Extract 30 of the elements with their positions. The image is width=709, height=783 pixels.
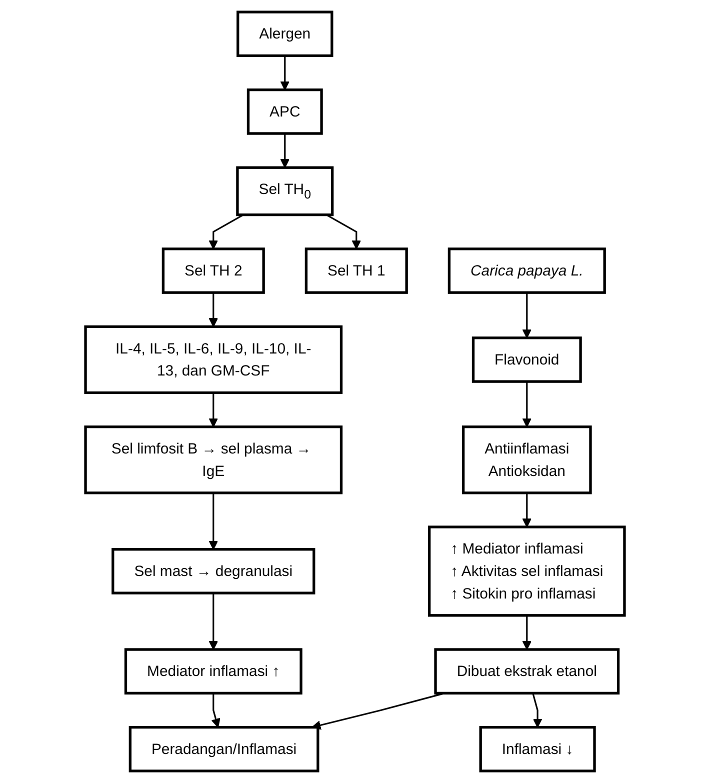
arrow: [522, 382, 532, 428]
node-box: ↑ Mediator inflamasi ↑ Aktivitas sel inflamasi ↑ Sitokin pro inflamasi: [427, 526, 626, 617]
node-box: Antiinflamasi Antioksidan: [461, 425, 592, 494]
arrow: [208, 392, 218, 428]
node-box: Sel mast → degranulasi: [111, 548, 315, 594]
node-box: Sel TH 1: [304, 248, 408, 294]
node-box: Mediator inflamasi ↑: [124, 648, 302, 695]
node-box: Sel TH 2: [161, 248, 264, 294]
arrow: [208, 214, 244, 250]
arrow: [208, 593, 218, 650]
arrow: [210, 693, 220, 728]
arrow: [326, 214, 361, 250]
node-box: Inflamasi ↓: [478, 726, 596, 772]
arrow: [522, 615, 532, 650]
arrow: [532, 692, 542, 728]
node-box: Alergen: [236, 10, 333, 58]
arrow: [280, 134, 290, 168]
node-box: Sel TH$_{0}$: [236, 166, 334, 216]
arrow: [522, 492, 532, 528]
node-box: Sel limfosit B → sel plasma → IgE: [84, 425, 342, 494]
node-box: IL-4, IL-5, IL-6, IL-9, IL-10, IL-13, dan GM-CSF: [84, 325, 342, 394]
arrow: [208, 492, 218, 550]
node-box: Flavonoid: [471, 336, 582, 383]
arrow: [522, 292, 532, 338]
node-box: APC: [246, 88, 322, 135]
arrow: [208, 292, 218, 328]
arrow: [280, 56, 290, 90]
node-box: Carica papaya L.: [447, 248, 606, 294]
node-box: Peradangan/Inflamasi: [128, 726, 319, 772]
node-box: Dibuat ekstrak etanol: [434, 648, 620, 695]
